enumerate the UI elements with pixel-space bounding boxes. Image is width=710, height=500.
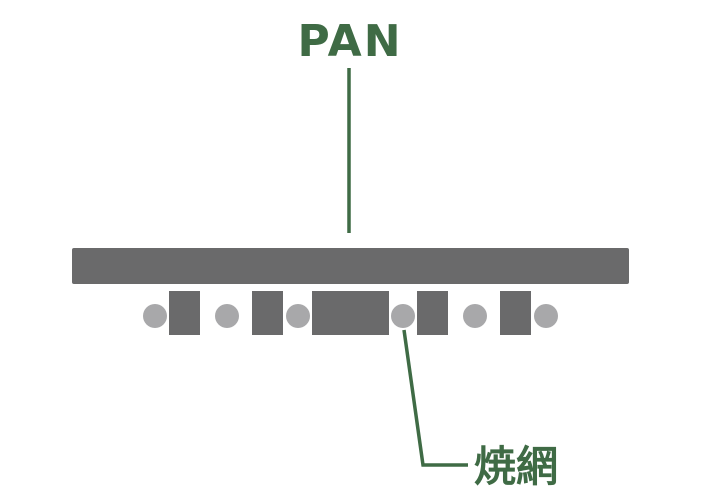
grill-block: [312, 291, 389, 335]
grill-block: [500, 291, 531, 335]
grill-block: [252, 291, 283, 335]
pan-bar: [72, 248, 629, 284]
grill-net: [143, 291, 558, 335]
grill-net-leader-line: [402, 329, 468, 467]
grill-wire-dot: [391, 304, 415, 328]
grill-wire-dot: [534, 304, 558, 328]
grill-wire-dot: [463, 304, 487, 328]
grill-block: [417, 291, 448, 335]
pan-label: PAN: [297, 16, 402, 67]
grill-net-label: 焼網: [474, 442, 558, 491]
grill-block: [169, 291, 200, 335]
grill-wire-dot: [215, 304, 239, 328]
grill-wire-dot: [143, 304, 167, 328]
grill-wire-dot: [286, 304, 310, 328]
